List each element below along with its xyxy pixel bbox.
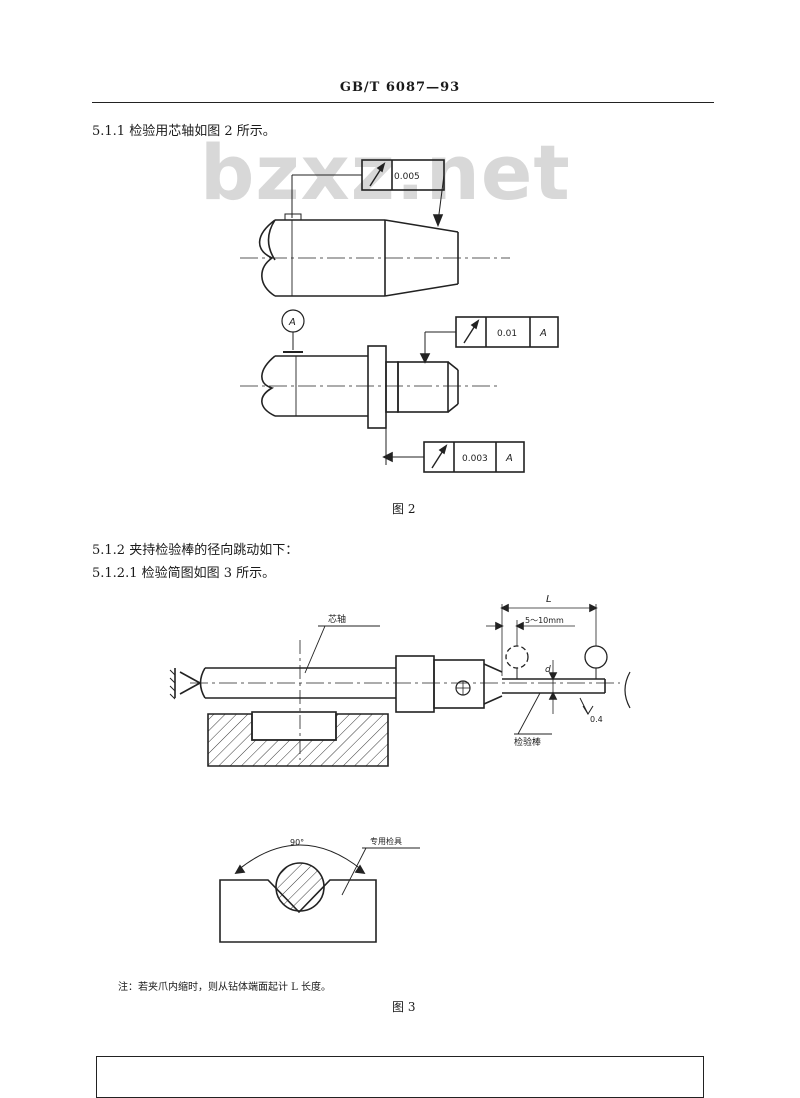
bottom-frame xyxy=(96,1056,704,1098)
section-5-1-1: 5.1.1 检验用芯轴如图 2 所示。 xyxy=(92,124,276,139)
label-angle: 90° xyxy=(290,838,304,847)
page-header: GB/T 6087—93 xyxy=(339,80,461,95)
figure-3-caption: 图 3 xyxy=(392,1000,416,1014)
figure-2-caption: 图 2 xyxy=(392,502,416,516)
frame3-value: 0.003 xyxy=(462,454,488,464)
section-5-1-2-1: 5.1.2.1 检验简图如图 3 所示。 xyxy=(92,566,276,581)
label-L: L xyxy=(546,594,552,605)
label-mandrel: 芯轴 xyxy=(328,613,346,625)
frame1-value: 0.005 xyxy=(394,172,420,182)
datum-a-label: A xyxy=(288,317,296,328)
label-d: d xyxy=(545,665,551,675)
label-range: 5～10mm xyxy=(525,616,564,625)
header-rule xyxy=(92,102,714,103)
section-5-1-2: 5.1.2 夹持检验棒的径向跳动如下： xyxy=(92,543,299,558)
frame3-datum: A xyxy=(505,453,513,464)
label-roughness: 0.4 xyxy=(590,715,603,724)
watermark: bzxz.net xyxy=(200,128,571,217)
frame2-value: 0.01 xyxy=(497,329,517,339)
frame2-datum: A xyxy=(539,328,547,339)
label-test-bar: 检验棒 xyxy=(514,736,541,748)
label-fixture: 专用检具 xyxy=(370,836,402,846)
figure-3-note: 注：若夹爪内缩时，则从钻体端面起计 L 长度。 xyxy=(118,982,331,993)
